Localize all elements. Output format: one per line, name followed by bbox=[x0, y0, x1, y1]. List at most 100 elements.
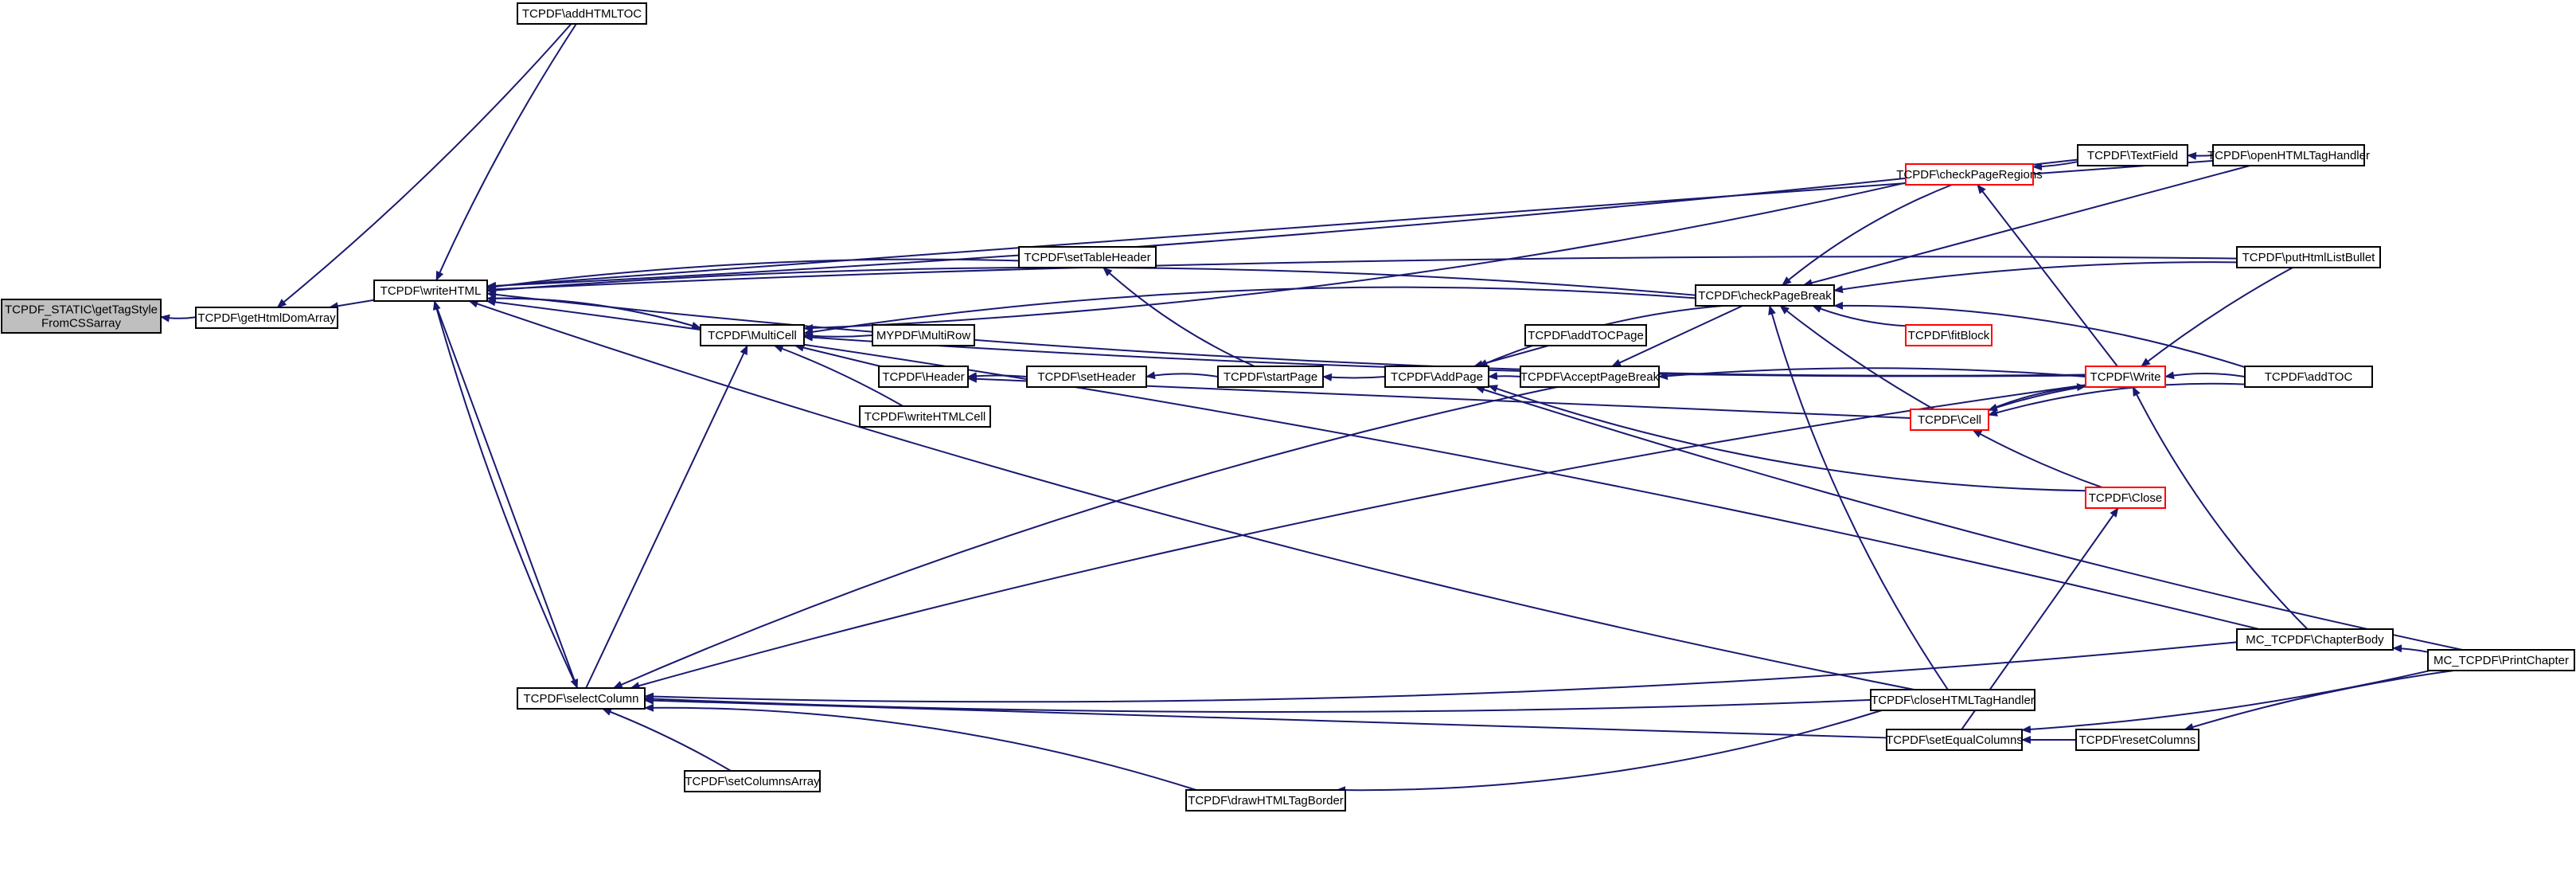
node-box[interactable] bbox=[872, 324, 975, 346]
graph-node-n7[interactable]: TCPDF\setTableHeader bbox=[1018, 246, 1157, 268]
node-box[interactable] bbox=[1217, 366, 1324, 388]
graph-node-n31[interactable]: TCPDF\setColumnsArray bbox=[684, 770, 821, 792]
node-box[interactable] bbox=[2244, 366, 2373, 388]
node-box[interactable] bbox=[1185, 789, 1346, 811]
edge-n25-to-n19 bbox=[1988, 382, 2246, 416]
edge-n9-to-n5 bbox=[794, 343, 881, 367]
edge-n27-to-n30 bbox=[2184, 670, 2454, 731]
node-box[interactable] bbox=[2077, 144, 2188, 166]
node-label: TCPDF\drawHTMLTagBorder bbox=[1188, 794, 1344, 808]
node-label: TCPDF\addHTMLTOC bbox=[522, 7, 642, 21]
graph-node-n16[interactable]: TCPDF\checkPageBreak bbox=[1695, 284, 1835, 307]
node-box[interactable] bbox=[1910, 409, 1989, 431]
node-box[interactable] bbox=[517, 687, 646, 710]
node-box[interactable] bbox=[1870, 689, 2035, 711]
graph-node-n32[interactable]: TCPDF\drawHTMLTagBorder bbox=[1185, 789, 1346, 811]
node-label: TCPDF\setEqualColumns bbox=[1886, 733, 2023, 747]
graph-node-n29[interactable]: TCPDF\setEqualColumns bbox=[1886, 729, 2023, 751]
edge-n24-to-n4 bbox=[486, 256, 2238, 294]
graph-node-n25[interactable]: TCPDF\addTOC bbox=[2244, 366, 2373, 388]
node-box[interactable] bbox=[1018, 246, 1157, 268]
node-box[interactable] bbox=[1520, 366, 1660, 388]
node-box[interactable] bbox=[1026, 366, 1147, 388]
node-label: TCPDF\writeHTMLCell bbox=[865, 410, 986, 424]
graph-node-n15[interactable]: TCPDF\AcceptPageBreak bbox=[1520, 366, 1660, 388]
edge-n17-to-n16 bbox=[1782, 184, 1953, 286]
edge-n6-to-n5 bbox=[585, 345, 748, 689]
node-box[interactable] bbox=[1886, 729, 2023, 751]
graph-node-n12[interactable]: TCPDF\startPage bbox=[1217, 366, 1324, 388]
node-label: MC_TCPDF\PrintChapter bbox=[2434, 654, 2569, 667]
node-box[interactable] bbox=[878, 366, 969, 388]
graph-node-n5[interactable]: TCPDF\MultiCell bbox=[700, 324, 805, 346]
node-label: TCPDF\startPage bbox=[1224, 370, 1317, 384]
node-box[interactable] bbox=[2085, 366, 2166, 388]
node-label: TCPDF\closeHTMLTagHandler bbox=[1871, 694, 2035, 707]
graph-node-n24[interactable]: TCPDF\putHtmlListBullet bbox=[2236, 246, 2381, 268]
node-box[interactable] bbox=[2085, 487, 2166, 509]
edge-n26-to-n6 bbox=[644, 641, 2238, 703]
edge-n3-to-n4 bbox=[435, 23, 577, 281]
node-label: TCPDF\selectColumn bbox=[523, 692, 638, 706]
edge-n20-to-n15 bbox=[1658, 367, 2086, 381]
graph-node-n19[interactable]: TCPDF\Cell bbox=[1910, 409, 1989, 431]
edge-n19-to-n20 bbox=[1988, 383, 2086, 411]
node-box[interactable] bbox=[1, 299, 162, 334]
edge-n24-to-n20 bbox=[2141, 267, 2293, 367]
node-box[interactable] bbox=[373, 280, 488, 302]
graph-node-n11[interactable]: TCPDF\setHeader bbox=[1026, 366, 1147, 388]
node-box[interactable] bbox=[517, 2, 647, 25]
graph-node-n2[interactable]: TCPDF\getHtmlDomArray bbox=[195, 307, 338, 329]
graph-node-n10[interactable]: TCPDF\writeHTMLCell bbox=[859, 405, 991, 428]
node-label: TCPDF\setTableHeader bbox=[1024, 251, 1150, 264]
edge-n4-to-n2 bbox=[328, 299, 375, 311]
node-box[interactable] bbox=[684, 770, 821, 792]
node-label: TCPDF\writeHTML bbox=[381, 284, 482, 298]
graph-node-n27[interactable]: MC_TCPDF\PrintChapter bbox=[2427, 649, 2575, 671]
graph-node-n22[interactable]: TCPDF\TextField bbox=[2077, 144, 2188, 166]
node-box[interactable] bbox=[2427, 649, 2575, 671]
graph-node-n30[interactable]: TCPDF\resetColumns bbox=[2075, 729, 2199, 751]
edge-n23-to-n22 bbox=[2187, 151, 2214, 160]
graph-node-n4[interactable]: TCPDF\writeHTML bbox=[373, 280, 488, 302]
edge-n20-to-n19 bbox=[1988, 385, 2086, 412]
node-label: FromCSSarray bbox=[41, 317, 122, 330]
node-box[interactable] bbox=[2212, 144, 2365, 166]
graph-node-n14[interactable]: TCPDF\addTOCPage bbox=[1524, 324, 1647, 346]
node-box[interactable] bbox=[1905, 163, 2034, 186]
graph-node-n18[interactable]: TCPDF\fitBlock bbox=[1905, 324, 1992, 346]
node-box[interactable] bbox=[859, 405, 991, 428]
graph-node-n28[interactable]: TCPDF\closeHTMLTagHandler bbox=[1870, 689, 2035, 711]
node-box[interactable] bbox=[2236, 628, 2394, 651]
node-label: TCPDF\TextField bbox=[2087, 149, 2178, 162]
node-box[interactable] bbox=[1905, 324, 1992, 346]
node-label: TCPDF\putHtmlListBullet bbox=[2242, 251, 2376, 264]
node-box[interactable] bbox=[2075, 729, 2199, 751]
graph-node-n26[interactable]: MC_TCPDF\ChapterBody bbox=[2236, 628, 2394, 651]
graph-node-n8[interactable]: MYPDF\MultiRow bbox=[872, 324, 975, 346]
graph-node-n9[interactable]: TCPDF\Header bbox=[878, 366, 969, 388]
edge-n12-to-n11 bbox=[1146, 371, 1219, 380]
graph-node-n23[interactable]: TCPDF\openHTMLTagHandler bbox=[2207, 144, 2370, 166]
edge-n28-to-n16 bbox=[1768, 305, 1949, 690]
graph-node-n20[interactable]: TCPDF\Write bbox=[2085, 366, 2166, 388]
node-box[interactable] bbox=[1695, 284, 1835, 307]
node-box[interactable] bbox=[195, 307, 338, 329]
edge-n26-to-n20 bbox=[2132, 386, 2309, 630]
graph-node-n17[interactable]: TCPDF\checkPageRegions bbox=[1896, 163, 2043, 186]
node-label: TCPDF\resetColumns bbox=[2079, 733, 2196, 747]
graph-node-n21[interactable]: TCPDF\Close bbox=[2085, 487, 2166, 509]
edge-n22-to-n17 bbox=[2032, 161, 2078, 171]
edge-n18-to-n16 bbox=[1812, 305, 1907, 327]
node-label: TCPDF\Header bbox=[882, 370, 964, 384]
graph-node-n3[interactable]: TCPDF\addHTMLTOC bbox=[517, 2, 647, 25]
node-box[interactable] bbox=[700, 324, 805, 346]
node-box[interactable] bbox=[1384, 366, 1489, 388]
node-box[interactable] bbox=[2236, 246, 2381, 268]
graph-node-n13[interactable]: TCPDF\AddPage bbox=[1384, 366, 1489, 388]
edge-n27-to-n26 bbox=[2392, 644, 2429, 653]
graph-node-n6[interactable]: TCPDF\selectColumn bbox=[517, 687, 646, 710]
node-box[interactable] bbox=[1524, 324, 1647, 346]
